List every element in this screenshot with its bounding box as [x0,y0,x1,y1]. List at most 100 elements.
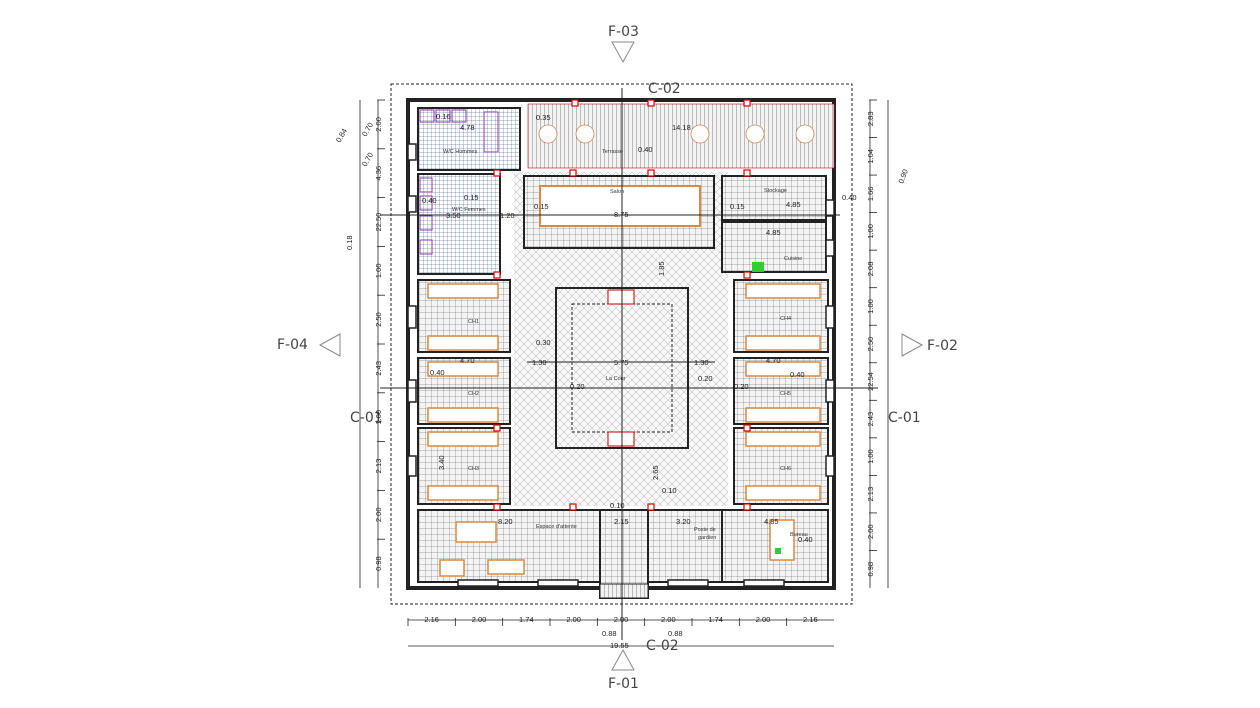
dim-label-bottom-left: 0.88 [602,629,617,638]
dim-chain-label: 1.00 [866,299,875,314]
dim-label: 0.40 [638,145,653,154]
dim-chain-label: 1.74 [708,615,723,624]
wc-fixtures [419,109,499,255]
dim-chain-label: 1.04 [866,149,875,164]
room-label-bureau: Bureau [790,532,808,538]
dim-label: 0.40 [422,196,437,205]
dim-chain-label: 2.43 [374,361,383,376]
dim-label: 0.10 [610,501,625,510]
dim-label: 3.40 [437,455,446,470]
structural-columns [493,99,751,511]
dim-chain-label: 0.98 [866,562,875,577]
room-label-ch5: CH5 [780,391,791,397]
room-label-poste-gardien: Poste de [694,527,716,533]
bedrooms-left [417,279,511,505]
dim-chain-label: 2.00 [566,615,581,624]
dim-chain-label: 2.43 [866,412,875,427]
dim-label: 2.65 [651,465,660,480]
entrance-steps [599,583,649,599]
dim-chain-label: 1.66 [866,187,875,202]
windows [407,143,835,587]
dim-label: 0.15 [730,202,745,211]
dim-chain-label: 4.36 [374,166,383,181]
room-label-ch2: CH2 [468,391,479,397]
room-label-ch3: CH3 [468,466,479,472]
dim-label: 4.85 [764,517,779,526]
dim-chain-label: 22.50 [374,213,383,232]
dim-chain-label: 2.16 [803,615,818,624]
dim-label: 0.15 [464,193,479,202]
dim-chain-label: 2.16 [424,615,439,624]
marker-c01-right: C-01 [888,410,921,426]
marker-c02-top: C-02 [648,81,681,97]
section-lines [380,88,878,640]
dim-label: 0.40 [842,193,857,202]
dim-label: 0.20 [698,374,713,383]
dim-label: 0.18 [345,235,354,250]
marker-c01-left: C-01 [350,410,383,426]
dim-label: 2.15 [614,517,629,526]
dim-label: 1.30 [694,358,709,367]
dim-chain-label: 2.00 [614,615,629,624]
direction-arrows [318,41,924,671]
room-label-wc-hommes: W/C Hommes [443,149,477,155]
salon-furniture [539,185,701,227]
bedrooms-left-beds [427,283,499,501]
la-cour-pillar [607,289,635,305]
dim-label: 1.30 [532,358,547,367]
dim-label: 0.15 [534,202,549,211]
stockage-room [721,175,827,221]
room-label-terrasse: Terrasse [602,149,623,155]
la-cour-pillar [607,431,635,447]
dim-label: 3.20 [676,517,691,526]
dim-chain-label: 2.08 [866,262,875,277]
dim-chain-label: 1.00 [374,263,383,278]
terrasse-chairs [538,124,815,144]
left-dimension-chain: 2.004.3622.501.002.502.431.002.132.000.9… [374,99,385,571]
dim-label: 1.85 [657,261,666,276]
dim-label: 8.20 [498,517,513,526]
bedrooms-right-beds [745,283,821,501]
marker-f03: F-03 [608,24,639,40]
right-dimension-chain: 2.831.041.661.002.081.002.5022.542.431.0… [866,99,877,577]
bottom-furniture [439,519,795,577]
room-label-ch1: CH1 [468,319,479,325]
room-label-poste-gardien: gardien [698,535,716,541]
dim-label: 4.70 [766,356,781,365]
dim-label: 0.20 [734,382,749,391]
dim-label: 0.35 [536,113,551,122]
dim-chain-label: 2.50 [374,312,383,327]
dim-chain-label: 1.00 [374,410,383,425]
room-label-ch6: CH6 [780,466,791,472]
dim-label: 1.20 [500,211,515,220]
dim-label: 0.10 [662,486,677,495]
dim-label: 0.20 [570,382,585,391]
dim-label: 0.70 [360,121,375,138]
dim-label: 4.78 [460,123,475,132]
room-label-wc-femmes: W/C Femmes [452,207,486,213]
room-label-salon: Salon [610,189,624,195]
dim-label: 4.85 [786,200,801,209]
dim-chain-label: 2.00 [756,615,771,624]
dim-label: 0.40 [790,370,805,379]
dim-label: 0.40 [798,535,813,544]
room-label-stockage: Stockage [764,188,787,194]
dim-label: 3.50 [446,211,461,220]
wc-femmes-room [417,173,501,275]
dim-chain-label: 2.50 [866,337,875,352]
dim-label: 5.75 [614,358,629,367]
wc-hommes-room [417,107,521,171]
dim-chain-label: 2.00 [374,507,383,522]
bureau-green [775,548,781,554]
room-label-ch4: CH4 [780,316,791,322]
dim-label: 0.16 [436,112,451,121]
dim-label: 0.90 [896,168,909,185]
cuisine-room [721,221,827,273]
dim-label-bottom-right: 0.88 [668,629,683,638]
room-label-cuisine: Cuisine [784,256,802,262]
dim-label: 4.85 [766,228,781,237]
marker-f01: F-01 [608,676,639,692]
dim-chain-label: 2.13 [374,459,383,474]
dim-label-total: 19.55 [610,641,629,650]
